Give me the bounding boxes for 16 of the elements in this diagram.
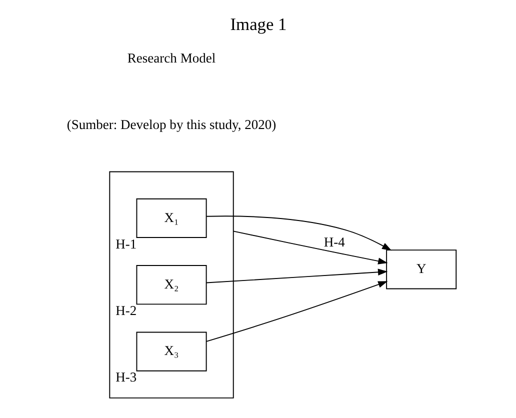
node-label: H-2 [115,303,136,318]
arrow [206,268,388,284]
diagram-title: Image 1 [230,15,286,34]
arrow [205,281,388,342]
node-box: X₁ [136,198,206,238]
node-box: X₃ [136,332,206,372]
arrow [206,216,392,251]
cluster [108,171,234,398]
label: (Sumber: Develop by this study, 2020) [66,116,276,132]
node-box: X₂ [136,265,206,305]
edge-label: H-4 [323,234,344,250]
node-box: Y [386,250,456,290]
node-label: H-3 [115,370,136,385]
node-label: H-1 [115,236,136,252]
arrow [232,230,388,264]
label: Research Model [126,50,216,66]
